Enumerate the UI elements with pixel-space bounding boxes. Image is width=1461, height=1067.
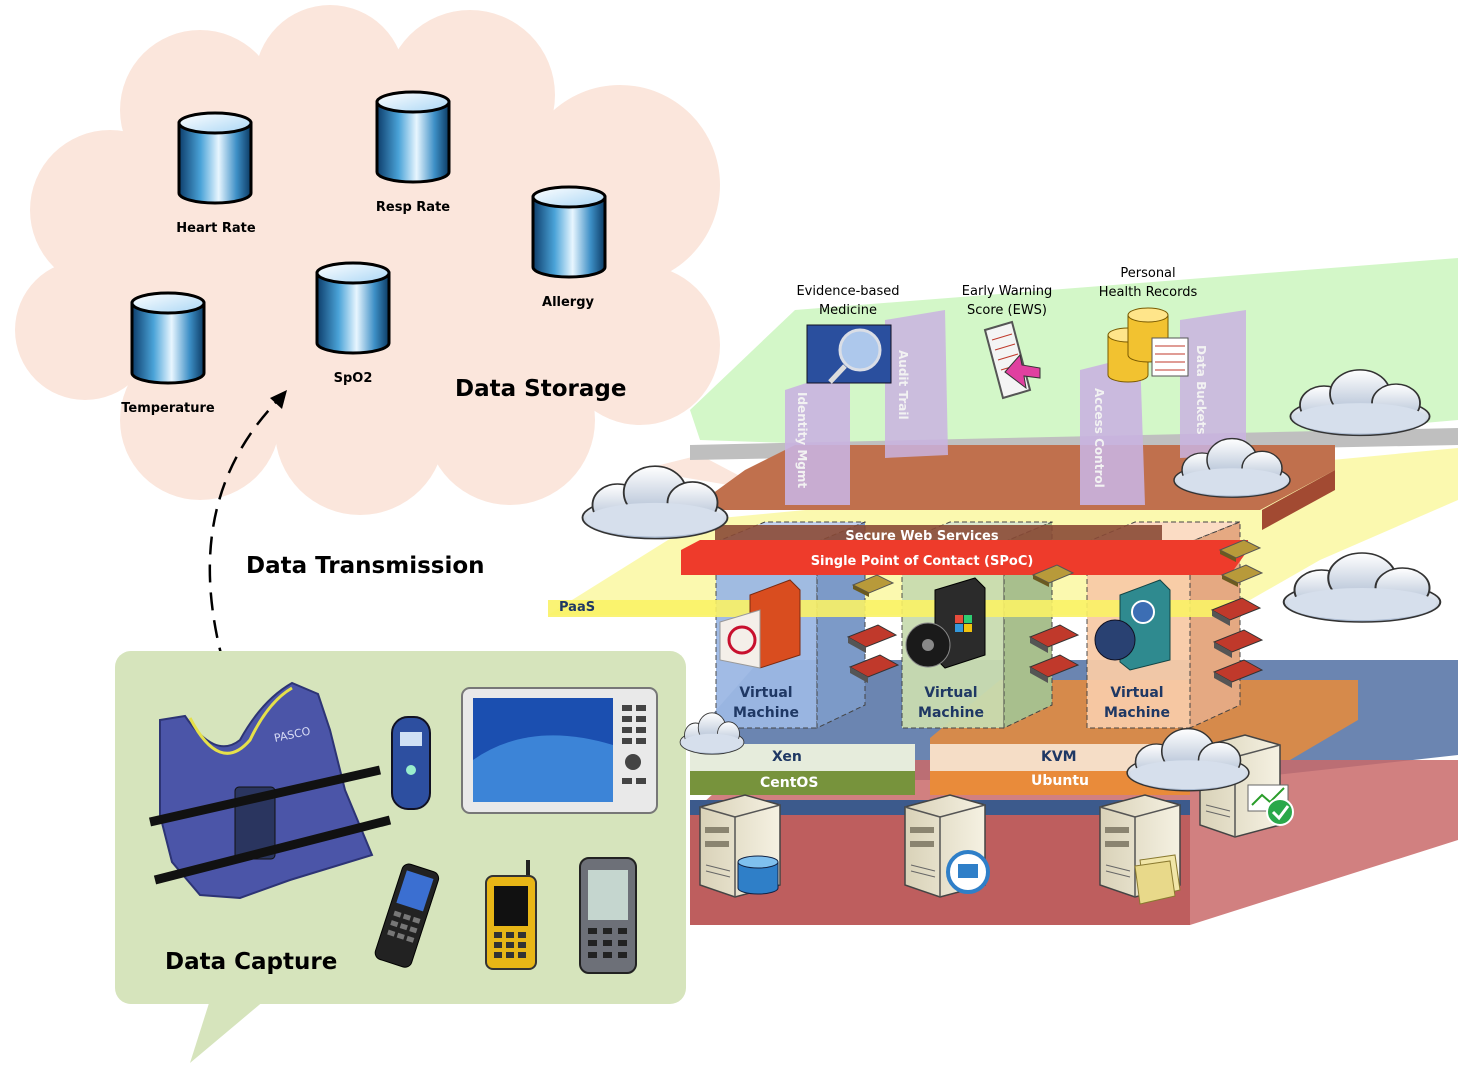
data-capture-title: Data Capture [165, 949, 338, 975]
temperature-database-icon [130, 291, 206, 385]
secure-web-services-label: Secure Web Services [845, 529, 999, 544]
allergy-database-icon [531, 185, 607, 279]
tablet-image [461, 687, 658, 814]
evidence-medicine-image [806, 324, 892, 384]
ubuntu-label: Ubuntu [1031, 773, 1089, 789]
spoc-bar [681, 540, 1248, 575]
temperature-label: Temperature [121, 401, 215, 416]
spoc-label: Single Point of Contact (SPoC) [810, 554, 1034, 569]
heart-rate-label: Heart Rate [176, 221, 256, 236]
windows-box-image [905, 577, 986, 669]
ebm-label: Evidence-based Medicine [796, 282, 899, 320]
phr-label-line1: Personal [1120, 266, 1176, 281]
allergy-label: Allergy [542, 295, 594, 310]
transmission-arrow [208, 397, 281, 693]
paas-strip [548, 600, 1240, 617]
access-control-label: Access Control [1092, 388, 1106, 488]
centos-bar [690, 771, 915, 795]
vm-label-1-line2: Machine [733, 705, 799, 721]
pulse-oximeter-image [391, 716, 431, 810]
debian-box-image [719, 579, 801, 669]
pillars [785, 310, 1246, 505]
phr-label-line2: Health Records [1098, 285, 1198, 300]
ebm-label-line1: Evidence-based [796, 284, 900, 299]
sensor-vest-image: PASCO [149, 681, 392, 900]
vm-label-2-line1: Virtual [924, 685, 978, 701]
resp-rate-database-icon [375, 90, 451, 184]
ews-icon [983, 320, 1041, 400]
spo2-database-icon [315, 261, 391, 355]
ews-label-line1: Early Warning [961, 284, 1053, 299]
pda-image [579, 857, 637, 974]
rugged-phone-image [485, 860, 537, 970]
paas-label: PaaS [559, 600, 596, 615]
resp-rate-label: Resp Rate [375, 200, 451, 215]
vm-label-1: Virtual Machine [733, 683, 799, 723]
audit-trail-label: Audit Trail [896, 350, 910, 420]
platform-top [690, 445, 1335, 510]
identity-mgmt-label: Identity Mgmt [795, 392, 809, 489]
transmission-arrowhead-icon [270, 390, 287, 409]
vm-label-3-line1: Virtual [1110, 685, 1164, 701]
kvm-label: KVM [1041, 749, 1077, 765]
vm-label-2-line2: Machine [918, 705, 984, 721]
vm-label-3-line2: Machine [1104, 705, 1170, 721]
storage-cloud-bubble [15, 5, 770, 515]
heart-rate-database-icon [177, 111, 253, 205]
ews-label: Early Warning Score (EWS) [962, 282, 1052, 320]
vm-label-3: Virtual Machine [1104, 683, 1170, 723]
phr-icon [1107, 307, 1189, 383]
data-transmission-label: Data Transmission [246, 553, 485, 579]
vm-label-2: Virtual Machine [918, 683, 984, 723]
handheld-scanner-image [374, 863, 440, 968]
xen-label: Xen [772, 749, 802, 765]
centos-label: CentOS [760, 775, 819, 791]
fedora-box-image [1094, 579, 1171, 671]
ews-label-line2: Score (EWS) [966, 303, 1048, 318]
spo2-label: SpO2 [333, 371, 373, 386]
phr-label: Personal Health Records [1099, 264, 1198, 302]
data-storage-title: Data Storage [455, 376, 627, 402]
server-badge-icons [737, 784, 1294, 905]
data-buckets-label: Data Buckets [1194, 345, 1208, 435]
saas-layer [690, 258, 1458, 450]
vm-label-1-line1: Virtual [739, 685, 793, 701]
ebm-label-line2: Medicine [818, 303, 878, 318]
